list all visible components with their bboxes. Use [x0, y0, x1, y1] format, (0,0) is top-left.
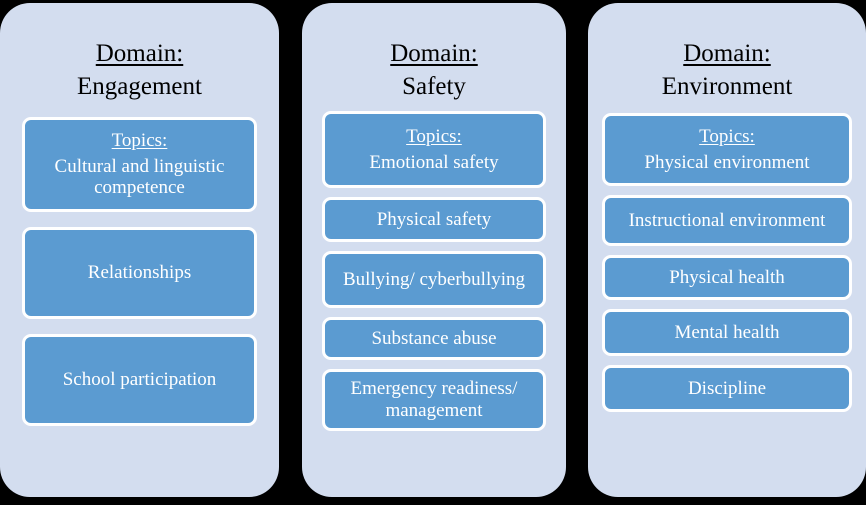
topic-text: Relationships [87, 262, 192, 284]
topic-text: Discipline [687, 377, 767, 399]
topic-text: Substance abuse [371, 327, 497, 349]
domain-label: Domain: [390, 40, 478, 67]
domain-panel-environment: Domain: Environment Topics: Physical env… [588, 3, 866, 497]
topic-box[interactable]: Topics: Physical environment [602, 113, 852, 186]
topic-text: School participation [62, 369, 217, 391]
topic-box[interactable]: Topics: Emotional safety [322, 111, 546, 188]
topic-box[interactable]: Discipline [602, 365, 852, 412]
domain-name: Engagement [77, 72, 202, 100]
domain-panel-engagement: Domain: Engagement Topics: Cultural and … [0, 3, 279, 497]
topic-text: Bullying/ cyberbullying [342, 268, 526, 290]
domain-heading: Domain: Safety [314, 39, 554, 101]
topics-list: Topics: Emotional safety Physical safety… [314, 111, 554, 440]
topic-box[interactable]: Emergency readiness/ management [322, 369, 546, 431]
topic-text: Emotional safety [369, 151, 499, 173]
domain-label: Domain: [683, 40, 771, 67]
topic-text: Cultural and linguistic competence [54, 155, 225, 199]
topic-text: Emergency readiness/ management [350, 378, 518, 421]
domain-label: Domain: [95, 40, 184, 67]
topic-box[interactable]: Physical safety [322, 197, 546, 242]
topics-list: Topics: Cultural and linguistic competen… [12, 117, 267, 441]
topics-label: Topics: [406, 125, 462, 147]
topic-box[interactable]: Instructional environment [602, 195, 852, 246]
topic-text: Physical environment [644, 151, 810, 173]
topics-list: Topics: Physical environment Instruction… [600, 113, 854, 421]
topic-text: Physical safety [376, 208, 492, 230]
topic-box[interactable]: Topics: Cultural and linguistic competen… [22, 117, 257, 212]
topic-box[interactable]: School participation [22, 334, 257, 426]
domain-name: Safety [402, 72, 466, 100]
domain-name: Environment [661, 72, 793, 100]
topic-text: Mental health [674, 321, 780, 343]
topic-text: Instructional environment [628, 209, 826, 231]
topic-box[interactable]: Bullying/ cyberbullying [322, 251, 546, 308]
domain-panel-safety: Domain: Safety Topics: Emotional safety … [302, 3, 566, 497]
topic-box[interactable]: Physical health [602, 255, 852, 300]
domain-heading: Domain: Engagement [12, 39, 267, 101]
topic-box[interactable]: Substance abuse [322, 317, 546, 360]
topic-box[interactable]: Relationships [22, 227, 257, 319]
domain-heading: Domain: Environment [600, 39, 854, 101]
topic-box[interactable]: Mental health [602, 309, 852, 356]
topics-label: Topics: [699, 125, 755, 147]
topic-text: Physical health [669, 266, 785, 288]
topics-label: Topics: [111, 130, 168, 152]
